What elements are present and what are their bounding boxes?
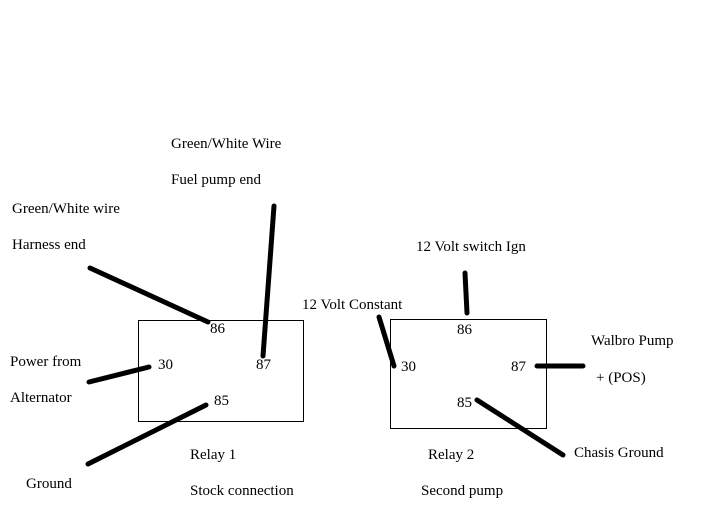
relay-2-box [390, 319, 547, 429]
relay-1-title: Relay 1 [190, 447, 237, 463]
wire-constant-to-r2-30 [376, 314, 397, 369]
label-power-from: Power from [10, 354, 82, 370]
label-chassis-ground: Chasis Ground [574, 445, 664, 461]
relay-2-subtitle: Second pump [421, 483, 504, 499]
relay-2-pin-30: 30 [401, 359, 416, 375]
relay-1-subtitle: Stock connection [190, 483, 294, 499]
label-harness-end: Harness end [12, 237, 86, 253]
wire-harness-to-r1-86 [87, 265, 211, 325]
label-ground: Ground [26, 476, 72, 492]
label-12v-constant: 12 Volt Constant [302, 297, 403, 313]
label-walbro-pump: Walbro Pump [591, 333, 674, 349]
label-fuel-wire: Green/White Wire [171, 136, 282, 152]
relay-1-pin-85: 85 [214, 393, 229, 409]
wire-alternator-to-r1-30 [86, 364, 152, 385]
wire-ground-to-r1-85 [85, 402, 209, 467]
label-pos: + (POS) [596, 370, 646, 386]
label-fuel-pump-end: Fuel pump end [171, 172, 261, 188]
relay-2-pin-87: 87 [511, 359, 526, 375]
wire-r2-85-to-chassis-ground [474, 397, 566, 458]
wire-ign-to-r2-86 [462, 270, 470, 316]
label-12v-switch-ign: 12 Volt switch Ign [416, 239, 526, 255]
relay-1-pin-86: 86 [210, 321, 225, 337]
relay-2-title: Relay 2 [428, 447, 475, 463]
relay-2-pin-85: 85 [457, 395, 472, 411]
label-harness-wire: Green/White wire [12, 201, 120, 217]
relay-1-pin-87: 87 [256, 357, 271, 373]
label-alternator: Alternator [10, 390, 72, 406]
relay-1-pin-30: 30 [158, 357, 173, 373]
relay-2-pin-86: 86 [457, 322, 472, 338]
wire-fuelpump-to-r1-87 [260, 203, 277, 359]
